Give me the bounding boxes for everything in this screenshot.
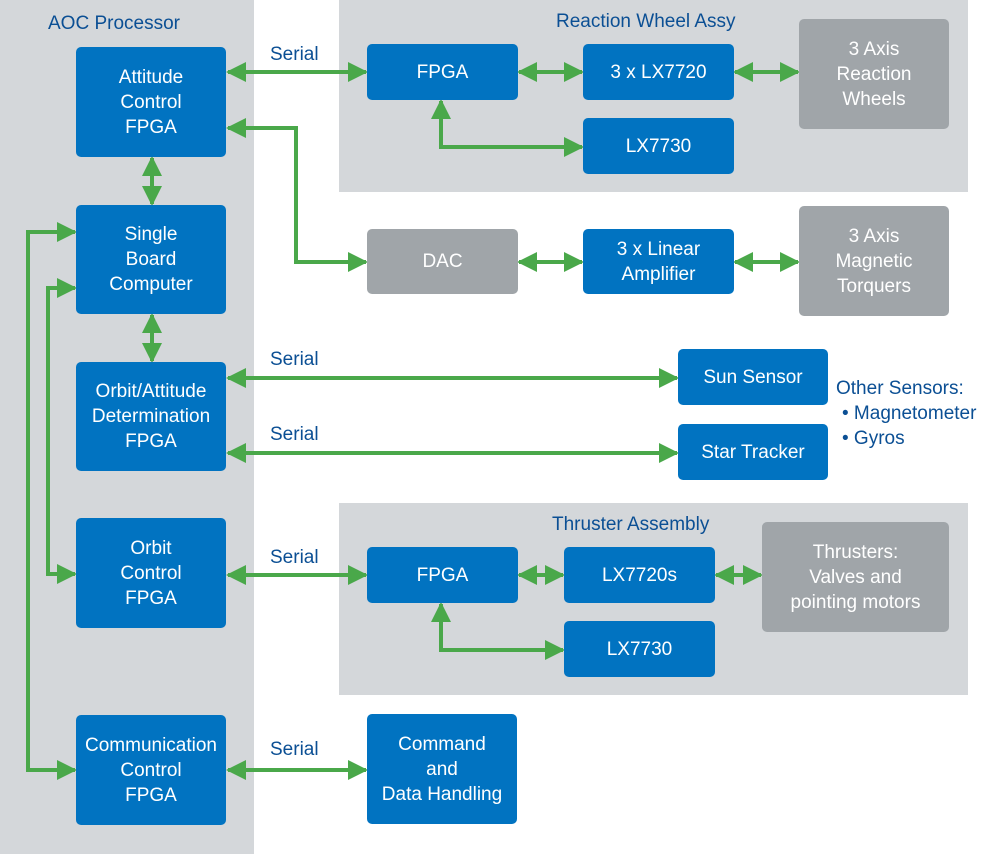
linear-amplifier: 3 x Linear Amplifier — [583, 229, 734, 294]
sun-sensor-label: Sun Sensor — [703, 366, 803, 388]
other-sensor-item: • Gyros — [842, 428, 905, 449]
reaction-wheels-label: 3 Axis Reaction Wheels — [836, 38, 912, 110]
single-board-computer-label: Single Board Computer — [109, 224, 193, 295]
reaction-wheel-title: Reaction Wheel Assy — [556, 11, 736, 32]
rw-fpga-label: FPGA — [416, 61, 469, 83]
orbit-control-fpga: Orbit Control FPGA — [76, 518, 226, 628]
dac-label: DAC — [422, 251, 463, 272]
attitude-control-fpga-label: Attitude Control FPGA — [118, 66, 184, 138]
serial-label-rw: Serial — [270, 44, 319, 65]
communication-control-fpga: Communication Control FPGA — [76, 715, 226, 825]
rw-fpga: FPGA — [367, 44, 518, 100]
th-lx7720s: LX7720s — [564, 547, 715, 603]
star-tracker: Star Tracker — [678, 424, 828, 480]
other-sensors: Other Sensors: • Magnetometer • Gyros — [836, 376, 976, 451]
thrusters: Thrusters: Valves and pointing motors — [762, 522, 949, 632]
magnetic-torquers: 3 Axis Magnetic Torquers — [799, 206, 949, 316]
magnetic-torquers-label: 3 Axis Magnetic Torquers — [835, 225, 913, 297]
single-board-computer: Single Board Computer — [76, 205, 226, 314]
communication-control-fpga-label: Communication Control FPGA — [85, 734, 217, 806]
attitude-control-fpga: Attitude Control FPGA — [76, 47, 226, 157]
aoc-processor-title: AOC Processor — [48, 13, 180, 34]
orbit-attitude-determination-fpga-label: Orbit/Attitude Determination FPGA — [91, 381, 211, 452]
rw-lx7720-label: 3 x LX7720 — [610, 61, 707, 83]
other-sensors-title: Other Sensors: — [836, 378, 964, 399]
rw-lx7720: 3 x LX7720 — [583, 44, 734, 100]
sun-sensor: Sun Sensor — [678, 349, 828, 405]
command-and-data-handling-label: Command and Data Handling — [381, 733, 503, 805]
serial-label-star: Serial — [270, 424, 319, 445]
dac: DAC — [367, 229, 518, 294]
thrusters-label: Thrusters: Valves and pointing motors — [790, 541, 921, 613]
serial-label-sun: Serial — [270, 349, 319, 370]
command-and-data-handling: Command and Data Handling — [367, 714, 517, 824]
th-lx7730: LX7730 — [564, 621, 715, 677]
linear-amplifier-label: 3 x Linear Amplifier — [616, 238, 701, 285]
rw-lx7730-label: LX7730 — [625, 135, 692, 157]
other-sensor-item: • Magnetometer — [842, 403, 977, 424]
th-fpga-label: FPGA — [416, 564, 469, 586]
star-tracker-label: Star Tracker — [701, 441, 805, 463]
rw-lx7730: LX7730 — [583, 118, 734, 174]
reaction-wheels: 3 Axis Reaction Wheels — [799, 19, 949, 129]
orbit-control-fpga-label: Orbit Control FPGA — [120, 537, 182, 609]
th-fpga: FPGA — [367, 547, 518, 603]
orbit-attitude-determination-fpga: Orbit/Attitude Determination FPGA — [76, 362, 226, 471]
th-lx7730-label: LX7730 — [606, 638, 673, 660]
th-lx7720s-label: LX7720s — [601, 564, 677, 586]
thruster-title: Thruster Assembly — [552, 514, 710, 535]
serial-label-thruster: Serial — [270, 547, 319, 568]
serial-label-cdh: Serial — [270, 739, 319, 760]
